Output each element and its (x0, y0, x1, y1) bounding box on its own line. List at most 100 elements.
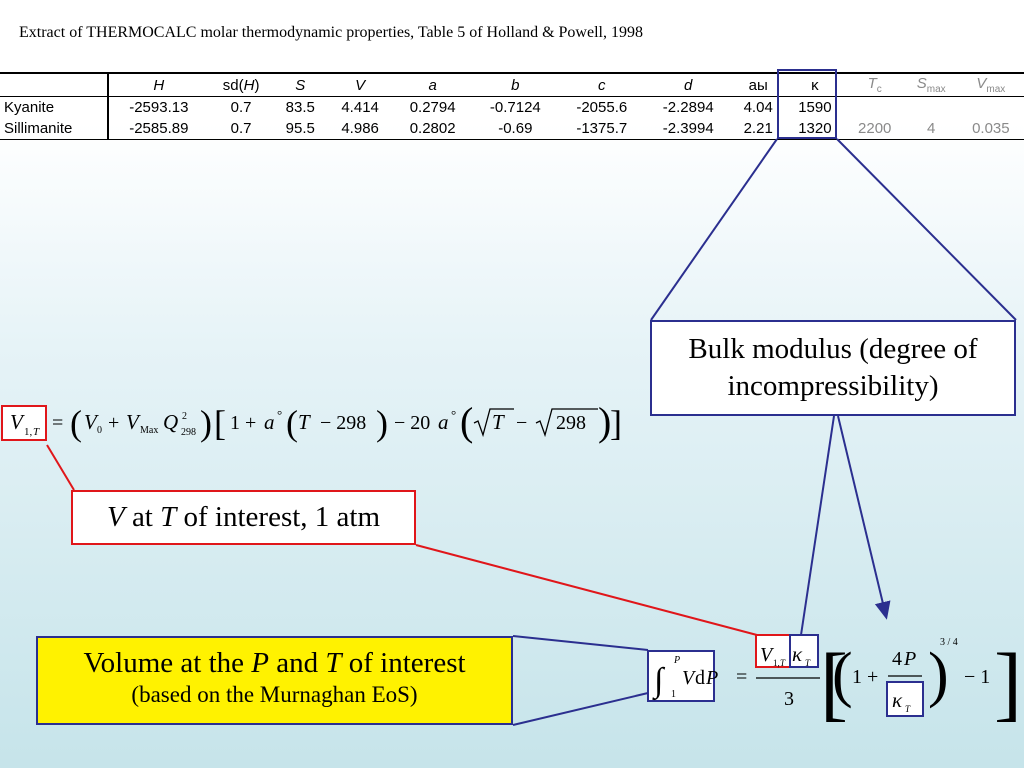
svg-text:298: 298 (556, 412, 586, 434)
svg-text:=: = (736, 666, 747, 688)
svg-text:∫: ∫ (652, 662, 666, 701)
t-symbol: T (160, 501, 177, 533)
svg-text:4: 4 (892, 648, 902, 670)
volume-to-integral-line-bottom (512, 692, 649, 726)
svg-text:κ: κ (892, 688, 903, 712)
cell: 1590 (798, 99, 832, 116)
svg-text:− 1: − 1 (964, 666, 990, 688)
cell: 95.5 (273, 118, 328, 140)
svg-text:(: ( (832, 641, 853, 709)
svg-text:T: T (780, 658, 786, 668)
svg-text:V: V (682, 667, 697, 689)
svg-text:a: a (264, 410, 275, 434)
header-b: b (472, 72, 559, 97)
svg-text:): ) (376, 403, 388, 443)
svg-text:]: ] (994, 637, 1022, 725)
cell: -1375.7 (558, 118, 645, 140)
svg-text:T: T (33, 426, 40, 438)
svg-text:(: ( (70, 403, 82, 443)
svg-text:−: − (516, 412, 527, 434)
bulk-to-kappa1-line (800, 415, 835, 636)
cell: 0.7 (230, 99, 252, 116)
header-Vmax: Vmax (957, 72, 1024, 97)
svg-text:P: P (673, 655, 680, 666)
svg-text:Max: Max (140, 425, 158, 436)
kappa-to-bulk-line-right (836, 138, 1017, 321)
volume-line1-a: Volume at the (83, 647, 252, 679)
table-header-row: H sd(H) S V a b c d aы κ Tc Smax Vmax (0, 72, 1024, 97)
svg-text:P: P (705, 667, 718, 689)
cell: 0.7 (208, 118, 274, 140)
p-symbol: P (251, 647, 269, 679)
header-sdH: sd(H) (208, 72, 274, 97)
svg-text:[: [ (820, 637, 848, 725)
header-Smax: Smax (904, 72, 958, 97)
header-c: c (558, 72, 645, 97)
header-mineral (0, 72, 109, 97)
svg-text:+: + (108, 412, 119, 434)
svg-text:P: P (903, 648, 916, 670)
kappa-to-bulk-line-left (650, 138, 778, 321)
svg-text:(: ( (286, 403, 298, 443)
svg-text:): ) (200, 403, 212, 443)
svg-text:1,: 1, (24, 426, 33, 438)
header-Tc: Tc (844, 72, 905, 97)
svg-text:=: = (52, 412, 63, 434)
svg-text:a: a (438, 410, 449, 434)
cell: 4.414 (341, 99, 379, 116)
cell: 4.986 (327, 118, 394, 140)
table-row-kyanite: Kyanite -2593.13 0.7 83.5 4.414 0.2794 -… (0, 96, 1024, 119)
header-d: d (645, 72, 732, 97)
row-name: Sillimanite (0, 118, 109, 140)
svg-text:(: ( (460, 399, 473, 444)
label-to-v1t-line (415, 544, 758, 636)
svg-text:T: T (492, 410, 505, 434)
svg-text:[: [ (214, 403, 226, 443)
svg-text:V: V (84, 410, 99, 434)
table-row-sillimanite: Sillimanite -2585.89 0.7 95.5 4.986 0.28… (0, 118, 1024, 140)
v1t-to-label-line (46, 444, 75, 491)
svg-text:0: 0 (97, 425, 102, 436)
cell: 0.2802 (393, 118, 473, 140)
svg-text:298: 298 (181, 427, 196, 438)
svg-text:Q: Q (163, 410, 178, 434)
svg-text:T: T (805, 658, 811, 668)
v-symbol: V (106, 501, 125, 533)
rest-text: of interest, 1 atm (176, 501, 381, 533)
svg-text:V: V (760, 644, 775, 666)
cell: 83.5 (285, 99, 315, 116)
bulk-to-kappa2-arrow (837, 415, 891, 620)
cell (958, 97, 1024, 119)
kappa-column-highlight (777, 69, 837, 139)
svg-text:− 298: − 298 (320, 412, 366, 434)
cell: 0.2794 (409, 99, 456, 116)
cell (845, 97, 905, 119)
cell: -2055.6 (576, 99, 628, 116)
at-text: at (124, 501, 161, 533)
svg-text:κ: κ (792, 642, 803, 666)
volume-callout: Volume at the P and T of interest (based… (36, 636, 513, 725)
volume-line2: (based on the Murnaghan EoS) (131, 682, 418, 707)
v-at-t-callout: V at T of interest, 1 atm (71, 490, 416, 545)
svg-text:°: ° (451, 407, 456, 422)
properties-table: H sd(H) S V a b c d aы κ Tc Smax Vmax Ky… (0, 72, 1024, 140)
svg-text:d: d (695, 667, 705, 689)
header-kappa: κ (784, 72, 845, 97)
header-V: V (327, 72, 394, 97)
svg-text:− 20: − 20 (394, 412, 430, 434)
cell: 4 (904, 118, 958, 140)
cell: 1320 (784, 118, 845, 140)
svg-text:°: ° (277, 407, 282, 422)
cell: -0.7124 (489, 99, 541, 116)
svg-text:1,: 1, (773, 658, 780, 668)
svg-text:): ) (598, 399, 611, 444)
svg-text:3: 3 (784, 688, 794, 710)
svg-text:1 +: 1 + (230, 412, 256, 434)
cell (905, 97, 958, 119)
svg-text:]: ] (610, 403, 622, 443)
svg-text:3 / 4: 3 / 4 (940, 637, 958, 648)
volume-to-integral-line-top (512, 635, 649, 651)
svg-text:1: 1 (671, 689, 676, 700)
bulk-modulus-callout: Bulk modulus (degree of incompressibilit… (650, 320, 1016, 416)
